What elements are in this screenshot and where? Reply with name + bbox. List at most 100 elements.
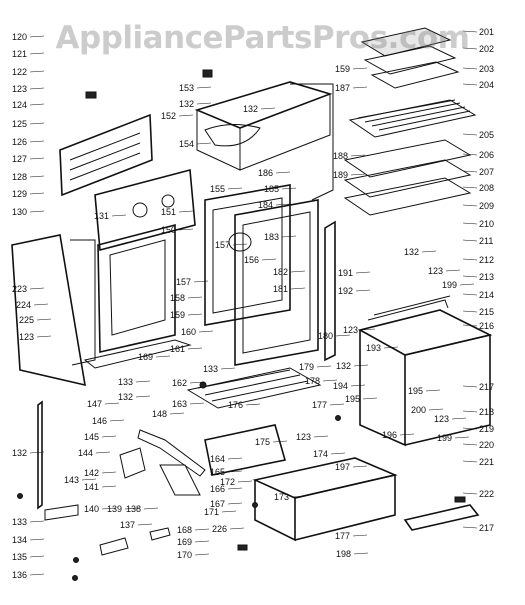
leader-line — [322, 379, 338, 382]
part-number-label: 183 — [264, 232, 279, 242]
part-number-label: 122 — [12, 67, 27, 77]
part-number-labels: 1201211221231241251261271281291302232242… — [12, 27, 494, 580]
leader-line — [95, 451, 111, 454]
part-number-label: 170 — [177, 550, 192, 560]
part-number-label: 185 — [264, 184, 279, 194]
leader-line — [451, 417, 467, 420]
leader-line — [227, 187, 243, 190]
leader-line — [355, 289, 371, 292]
part-number-label: 135 — [12, 552, 27, 562]
leader-line — [352, 86, 368, 89]
part-number-label: 145 — [84, 432, 99, 442]
part-number-label: 132 — [118, 392, 133, 402]
part-number-label: 189 — [333, 170, 348, 180]
part-number-label: 163 — [172, 399, 187, 409]
part-number-label: 210 — [479, 219, 494, 229]
leader-line — [194, 540, 210, 543]
part-number-label: 205 — [479, 130, 494, 140]
part-number-label: 178 — [305, 376, 320, 386]
leader-line — [194, 553, 210, 556]
leader-line — [462, 275, 478, 278]
part-number-label: 128 — [12, 172, 27, 182]
part-number-label: 133 — [203, 364, 218, 374]
leader-line — [29, 192, 45, 195]
leader-line — [329, 403, 345, 406]
part-number-label: 133 — [12, 517, 27, 527]
leader-line — [245, 403, 261, 406]
part-number-label: 223 — [12, 284, 27, 294]
part-number-label: 209 — [479, 201, 494, 211]
leader-line — [462, 222, 478, 225]
leader-line — [462, 67, 478, 70]
part-number-label: 221 — [479, 457, 494, 467]
leader-line — [33, 303, 49, 306]
leader-line — [352, 67, 368, 70]
leader-line — [313, 435, 329, 438]
part-number-label: 199 — [442, 280, 457, 290]
leader-line — [462, 186, 478, 189]
leader-line — [178, 210, 194, 213]
part-number-label: 132 — [336, 361, 351, 371]
part-number-label: 129 — [12, 189, 27, 199]
part-number-label: 198 — [336, 549, 351, 559]
part-number-label: 143 — [64, 475, 79, 485]
leader-line — [29, 573, 45, 576]
part-number-label: 131 — [94, 211, 109, 221]
leader-line — [29, 70, 45, 73]
leader-line — [178, 114, 194, 117]
part-number-label: 123 — [343, 325, 358, 335]
leader-line — [275, 171, 291, 174]
part-number-label: 130 — [12, 207, 27, 217]
leader-line — [462, 153, 478, 156]
part-number-label: 195 — [408, 386, 423, 396]
leader-line — [29, 35, 45, 38]
part-number-label: 167 — [210, 499, 225, 509]
leader-line — [36, 318, 52, 321]
part-number-label: 176 — [228, 400, 243, 410]
leader-line — [350, 154, 366, 157]
part-number-label: 194 — [333, 381, 348, 391]
leader-line — [29, 555, 45, 558]
part-number-label: 197 — [335, 462, 350, 472]
part-number-label: 201 — [479, 27, 494, 37]
leader-line — [462, 310, 478, 313]
leader-line — [291, 495, 307, 498]
leader-line — [260, 107, 276, 110]
part-number-label: 124 — [12, 100, 27, 110]
leader-line — [135, 380, 151, 383]
leader-line — [281, 187, 297, 190]
leader-line — [189, 381, 205, 384]
part-number-label: 157 — [176, 277, 191, 287]
part-number-label: 150 — [161, 225, 176, 235]
part-number-label: 217 — [479, 523, 494, 533]
part-number-label: 195 — [345, 394, 360, 404]
leader-line — [187, 347, 203, 350]
leader-line — [169, 412, 185, 415]
part-number-label: 132 — [12, 448, 27, 458]
part-number-label: 191 — [338, 268, 353, 278]
leader-line — [104, 402, 120, 405]
leader-line — [221, 510, 237, 513]
part-number-label: 192 — [338, 286, 353, 296]
part-number-label: 219 — [479, 424, 494, 434]
leader-line — [81, 478, 97, 481]
leader-line — [29, 140, 45, 143]
part-number-label: 202 — [479, 44, 494, 54]
leader-line — [462, 410, 478, 413]
leader-line — [29, 87, 45, 90]
leader-line — [29, 451, 45, 454]
part-number-label: 216 — [479, 321, 494, 331]
part-number-label: 187 — [335, 83, 350, 93]
leader-line — [220, 367, 236, 370]
leader-line — [196, 142, 212, 145]
leader-line — [399, 433, 415, 436]
part-number-label: 140 — [84, 504, 99, 514]
leader-line — [290, 287, 306, 290]
part-number-label: 139 — [107, 504, 122, 514]
leader-line — [462, 47, 478, 50]
leader-line — [462, 385, 478, 388]
part-number-label: 200 — [411, 405, 426, 415]
part-number-label: 123 — [19, 332, 34, 342]
leader-line — [275, 203, 291, 206]
